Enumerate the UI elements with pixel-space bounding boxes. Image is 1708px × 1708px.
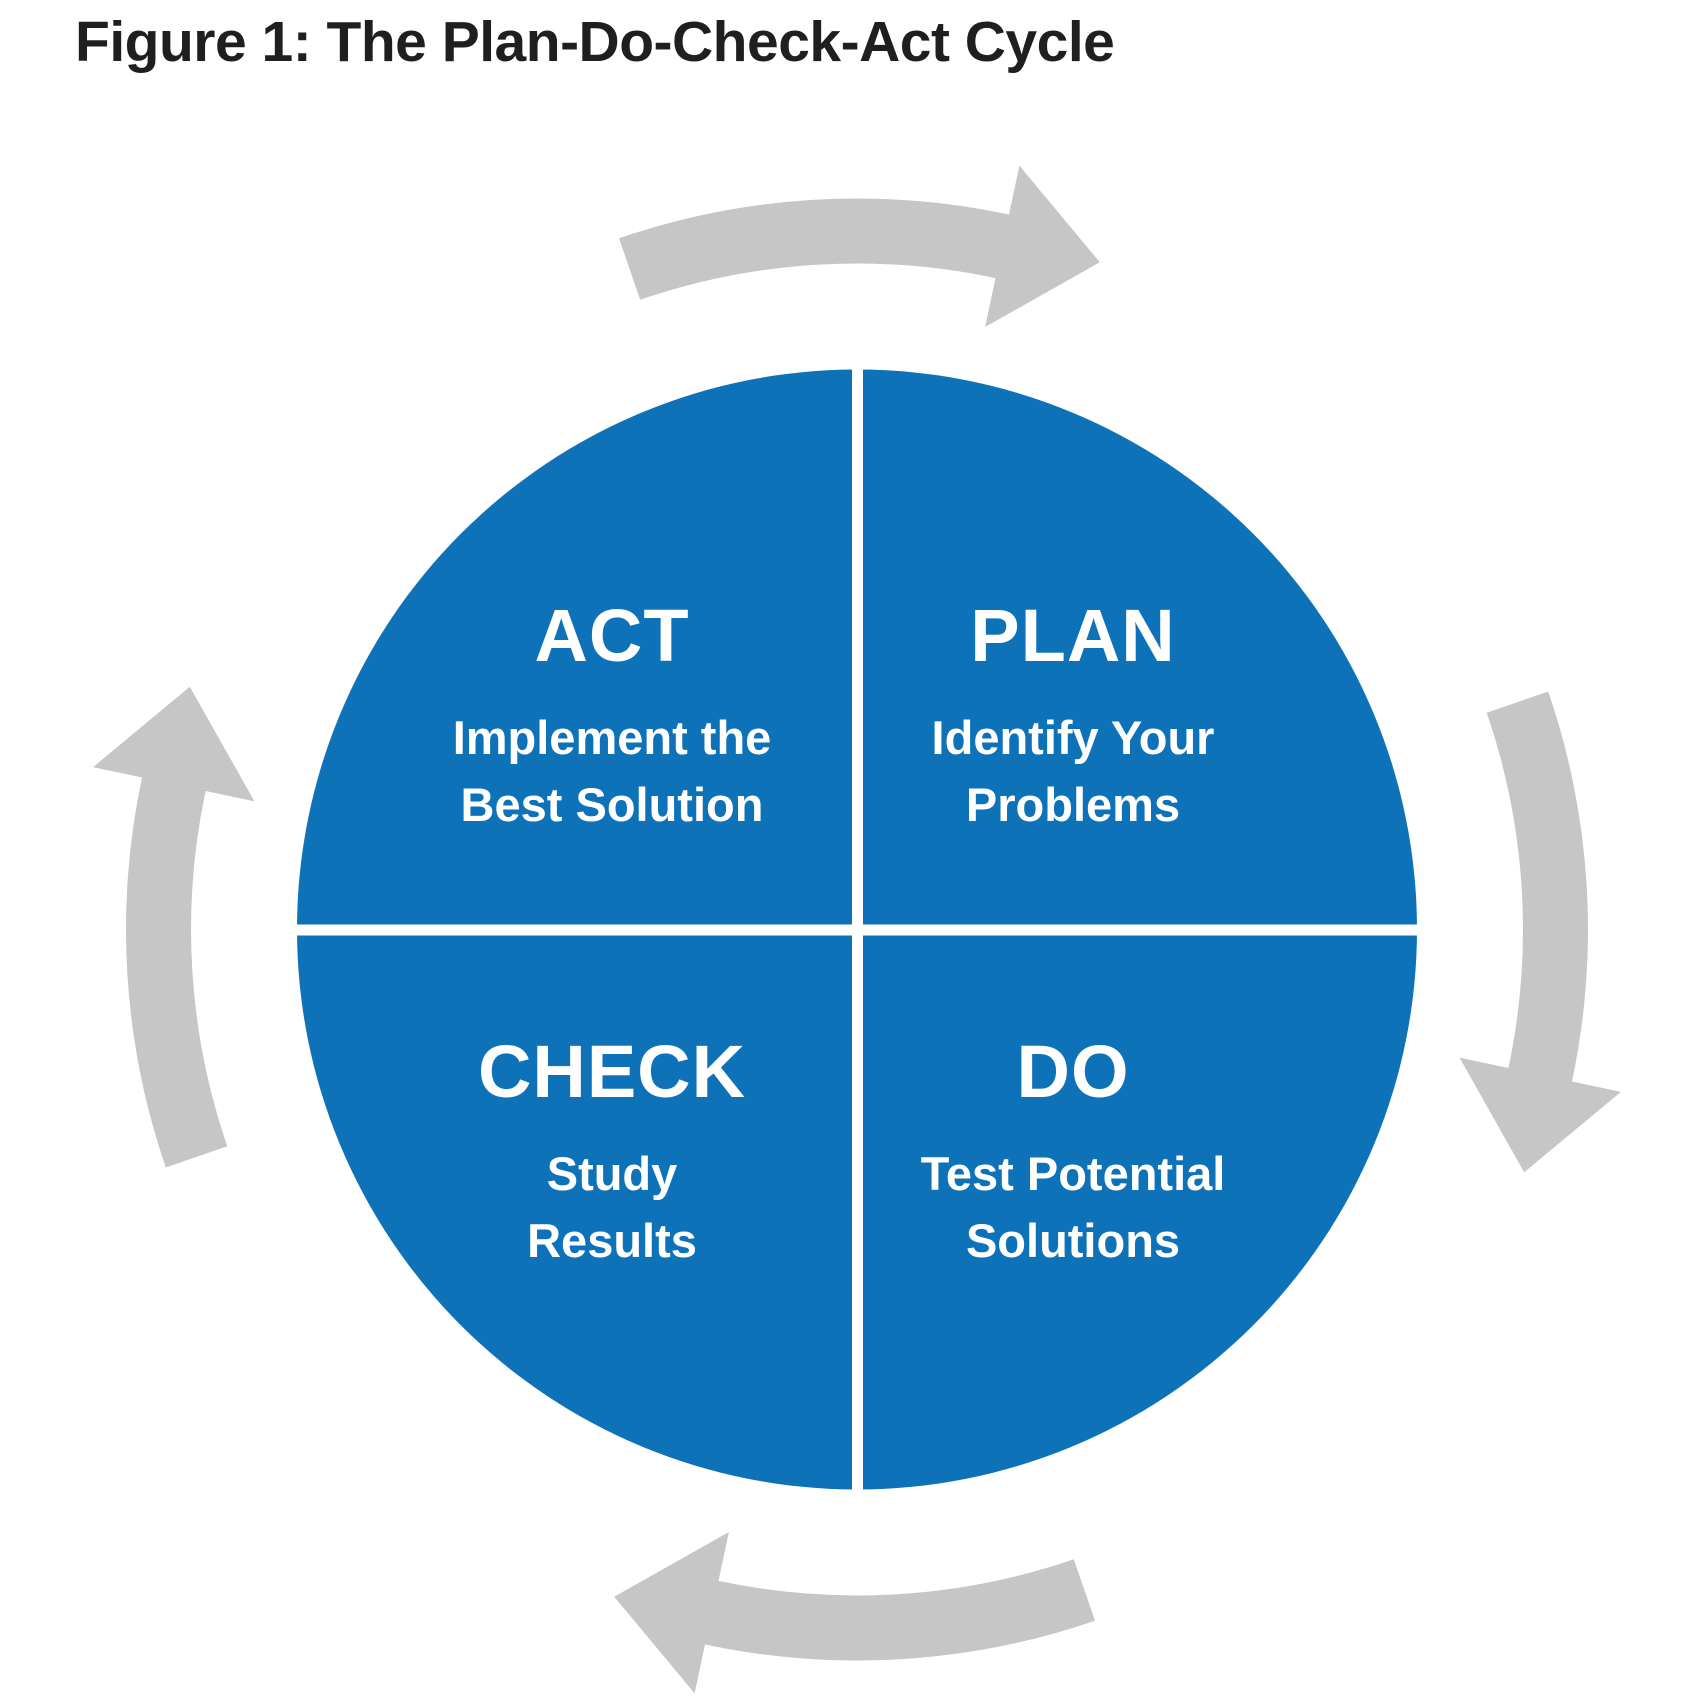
curved-arrow-right-icon [1459, 691, 1621, 1173]
curved-arrow-left-icon [93, 686, 255, 1168]
figure-title: Figure 1: The Plan-Do-Check-Act Cycle [75, 10, 1115, 74]
curved-arrow-bottom-icon [614, 1532, 1095, 1694]
curved-arrow-top-icon [619, 165, 1100, 327]
